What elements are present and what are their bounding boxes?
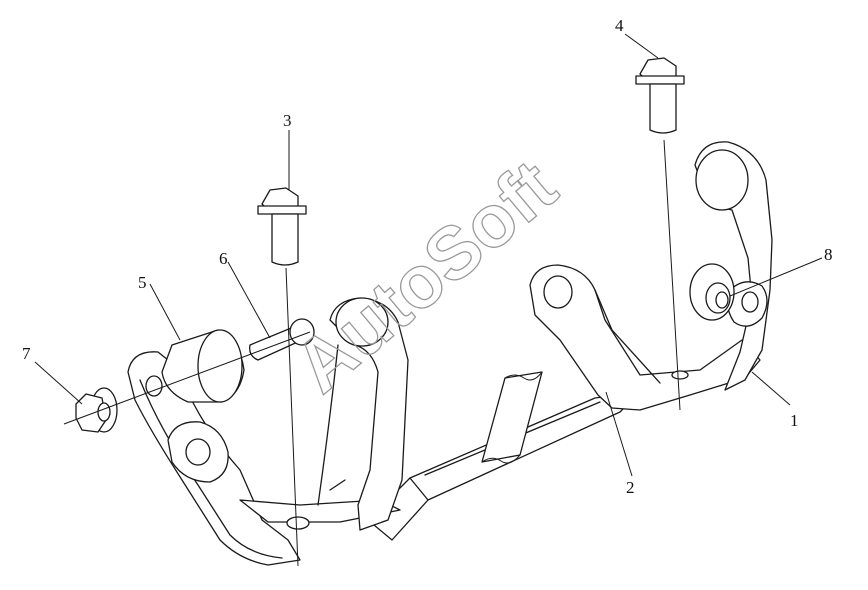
- callout-7: 7: [22, 344, 31, 363]
- right-bracket: [529, 264, 761, 411]
- axis-lines: [63, 139, 681, 567]
- bolt-right: [635, 57, 685, 134]
- right-upright-bracket: [694, 141, 773, 391]
- leader-lines: [34, 33, 823, 477]
- callout-6: 6: [219, 249, 228, 268]
- callout-3: 3: [283, 111, 292, 130]
- callout-1: 1: [790, 411, 799, 430]
- bolt-left: [257, 187, 307, 266]
- callout-4: 4: [615, 16, 624, 35]
- callout-2: 2: [626, 478, 635, 497]
- callout-5: 5: [138, 273, 147, 292]
- left-bracket: [127, 297, 409, 566]
- watermark-text: AutoSoft: [279, 144, 572, 408]
- bushing-right: [689, 263, 735, 321]
- bushing-left: [161, 329, 245, 403]
- connecting-bar: [367, 371, 641, 541]
- flange-nut: [75, 387, 118, 433]
- callout-8: 8: [824, 245, 833, 264]
